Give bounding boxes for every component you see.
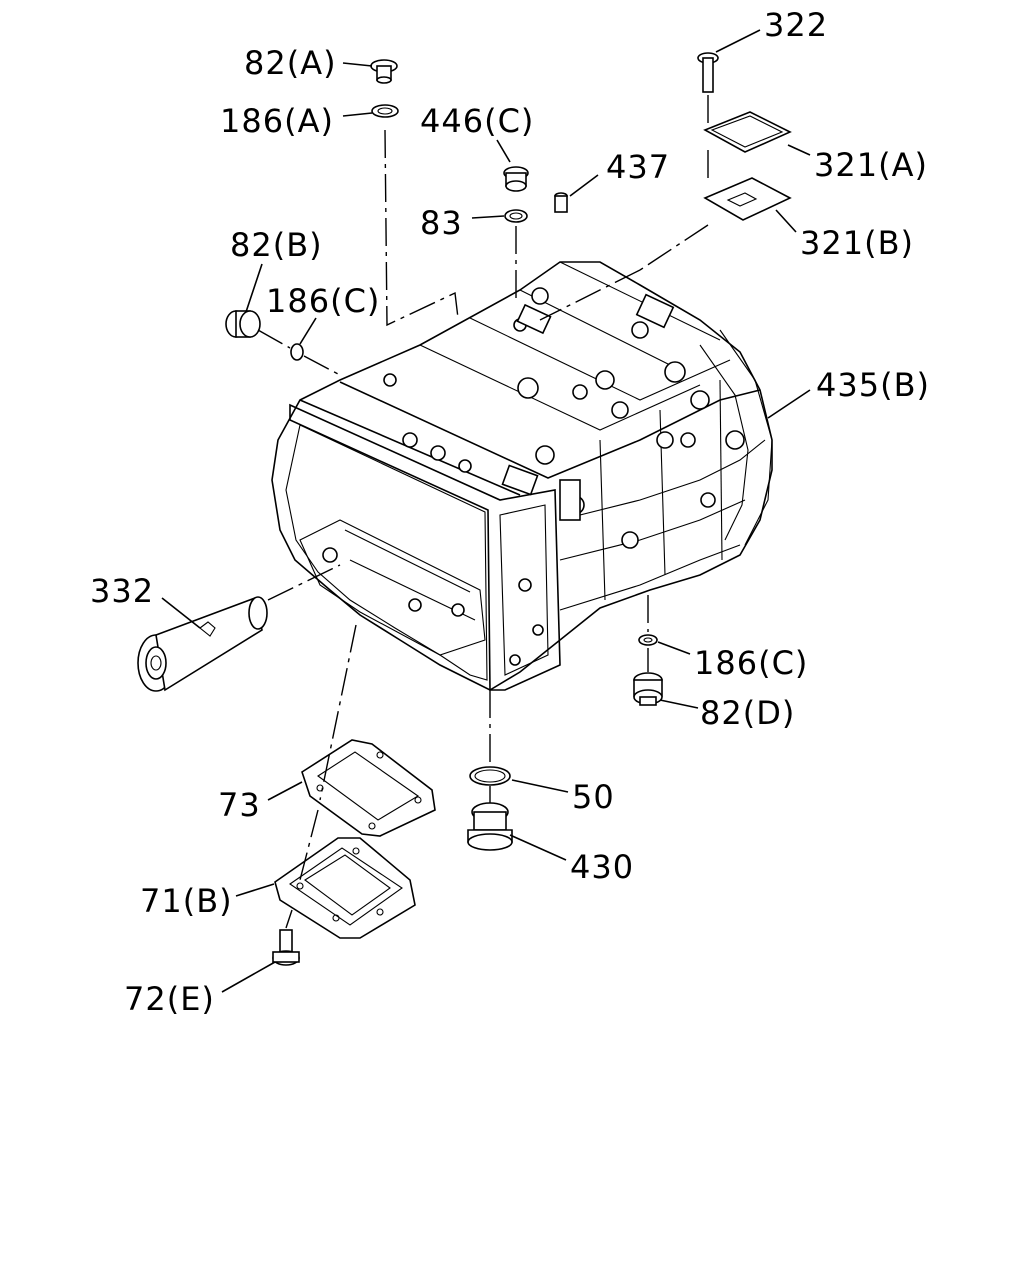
part-73-gasket — [301, 739, 436, 837]
part-322-bolt — [697, 52, 719, 93]
leader-lines — [161, 29, 811, 993]
callout-83: 83 — [420, 204, 463, 242]
part-82d-plug — [633, 672, 663, 706]
callout-435b: 435(B) — [816, 366, 930, 404]
part-83-washer — [504, 209, 528, 223]
callout-186c-top: 186(C) — [266, 282, 380, 320]
part-82a-plug — [370, 59, 398, 84]
callout-82d: 82(D) — [700, 694, 795, 732]
callout-73: 73 — [218, 786, 261, 824]
callout-321b: 321(B) — [800, 224, 914, 262]
callout-72e: 72(E) — [124, 980, 215, 1018]
part-82b-plug — [225, 310, 261, 338]
part-186c-washer-top — [290, 343, 304, 361]
part-72e-bolt — [272, 929, 300, 966]
callout-82a: 82(A) — [244, 44, 337, 82]
callout-71b: 71(B) — [140, 882, 233, 920]
part-332-tube — [137, 596, 268, 692]
callout-437: 437 — [606, 148, 670, 186]
callout-321a: 321(A) — [814, 146, 928, 184]
callout-430: 430 — [570, 848, 634, 886]
part-71b-cover — [274, 837, 416, 939]
part-186c-washer-bottom — [638, 634, 658, 646]
callout-322: 322 — [764, 6, 828, 44]
part-186a-washer — [371, 104, 399, 118]
callout-186a: 186(A) — [220, 102, 334, 140]
part-437-pin — [554, 192, 568, 213]
callout-332: 332 — [90, 572, 154, 610]
callout-50: 50 — [572, 778, 615, 816]
part-321a-cover — [703, 111, 792, 153]
callout-446c: 446(C) — [420, 102, 534, 140]
case-bolt-holes — [322, 287, 745, 666]
callout-186c-bottom: 186(C) — [694, 644, 808, 682]
part-321b-plate — [703, 177, 792, 221]
part-446c-plug — [503, 166, 529, 192]
part-430-plug — [467, 802, 513, 851]
callout-82b: 82(B) — [230, 226, 323, 264]
transmission-case — [271, 261, 773, 691]
